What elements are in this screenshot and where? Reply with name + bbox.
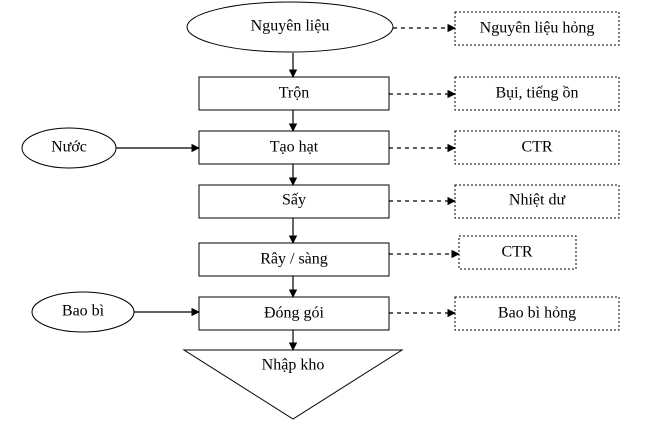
- node-dry-label: Sấy: [282, 192, 306, 209]
- node-pack-label: Đóng gói: [264, 305, 325, 322]
- input-water: Nước: [21, 127, 117, 169]
- waste-pack: Bao bì hỏng: [454, 296, 620, 331]
- waste-granulate: CTR: [454, 130, 620, 165]
- waste-pack-label: Bao bì hỏng: [498, 305, 576, 322]
- input-water-label: Nước: [51, 139, 87, 156]
- waste-sieve: CTR: [458, 235, 577, 270]
- node-store: Nhập kho: [182, 349, 404, 420]
- node-sieve: Rây / sàng: [198, 242, 390, 277]
- input-packaging-label: Bao bì: [62, 303, 105, 320]
- node-sieve-label: Rây / sàng: [260, 251, 328, 268]
- waste-mix-label: Bụi, tiếng ồn: [495, 85, 578, 102]
- waste-raw-label: Nguyên liệu hỏng: [480, 20, 595, 37]
- node-dry: Sấy: [198, 184, 390, 219]
- node-granulate-label: Tạo hạt: [270, 139, 319, 156]
- node-granulate: Tạo hạt: [198, 130, 390, 165]
- waste-dry: Nhiệt dư: [454, 184, 620, 219]
- node-store-label: Nhập kho: [262, 357, 325, 374]
- node-mix-label: Trộn: [279, 85, 310, 102]
- node-raw-material-label: Nguyên liệu: [251, 18, 330, 35]
- waste-granulate-label: CTR: [521, 139, 552, 156]
- waste-raw: Nguyên liệu hỏng: [454, 11, 620, 46]
- waste-sieve-label: CTR: [501, 244, 532, 261]
- waste-mix: Bụi, tiếng ồn: [454, 76, 620, 111]
- node-mix: Trộn: [198, 76, 390, 111]
- input-packaging: Bao bì: [31, 291, 135, 333]
- node-raw-material: Nguyên liệu: [186, 1, 394, 53]
- waste-dry-label: Nhiệt dư: [509, 192, 567, 209]
- node-pack: Đóng gói: [198, 296, 390, 331]
